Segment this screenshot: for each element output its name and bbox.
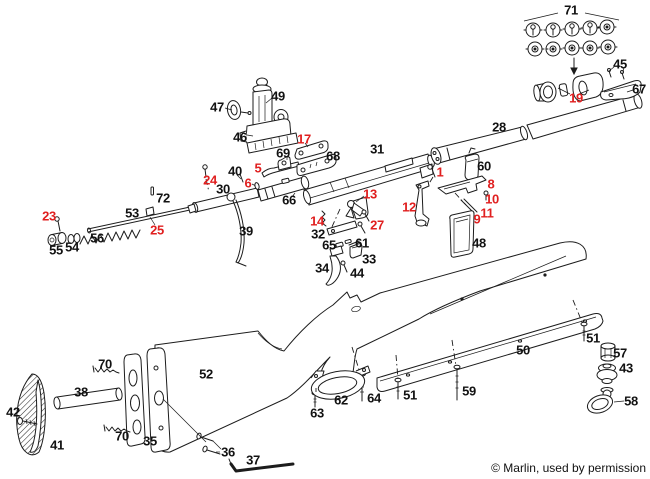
trigger-guard <box>310 365 371 400</box>
barrel-group <box>430 93 643 181</box>
swivel-stud-group <box>586 342 625 414</box>
rear-sight-group <box>224 77 299 154</box>
trigger-group <box>321 176 434 286</box>
buttplate-group <box>16 347 295 473</box>
magazine-group <box>427 164 489 258</box>
forend-rail-group <box>310 299 625 414</box>
bolt-group <box>47 161 310 267</box>
front-sight-group <box>523 12 642 103</box>
copyright-credit: © Marlin, used by permission <box>491 460 646 475</box>
